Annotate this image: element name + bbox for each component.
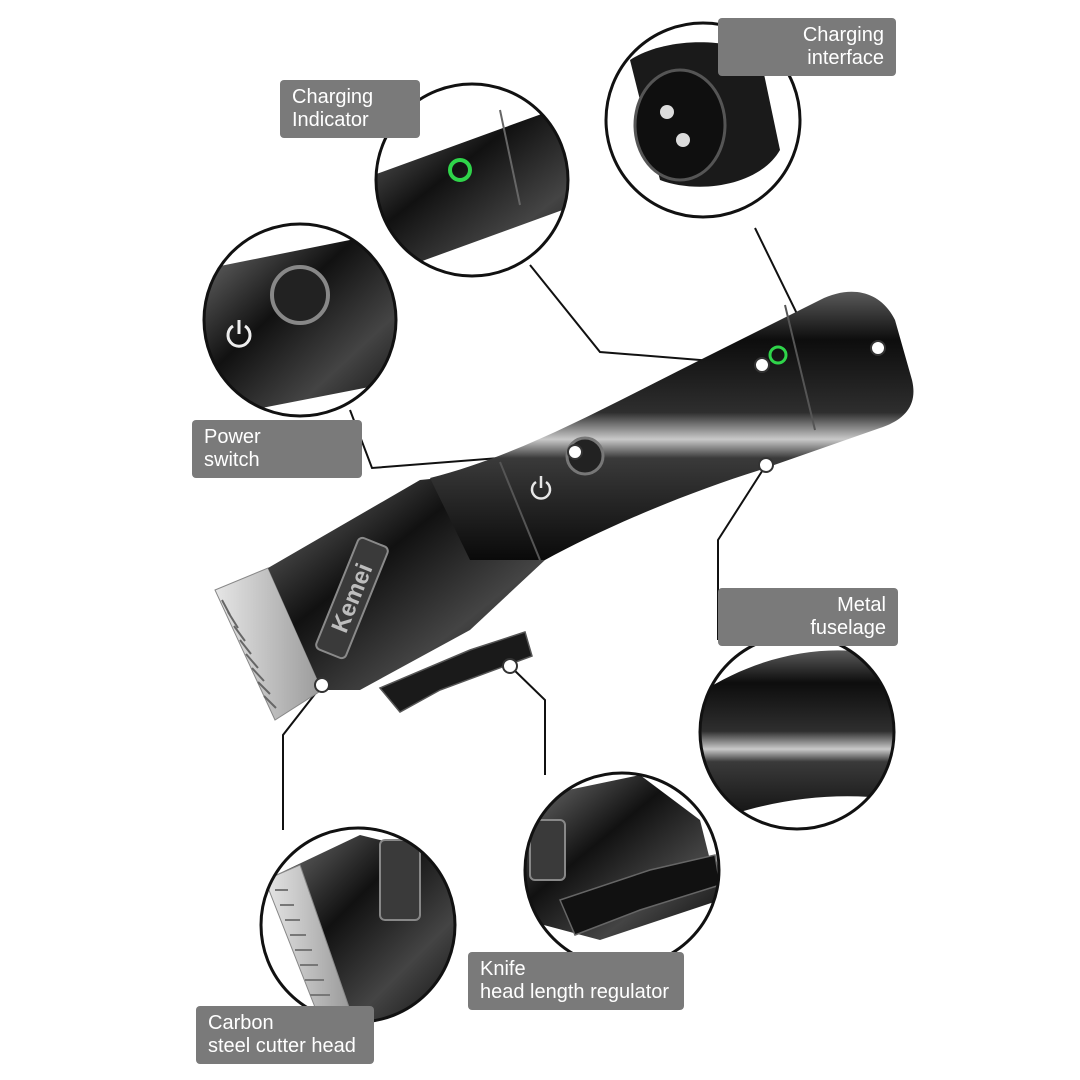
power-symbol-zoom xyxy=(226,320,252,348)
label-line: Metal xyxy=(837,594,886,616)
pointer-dots xyxy=(314,340,886,693)
label-charging-interface: Charging interface xyxy=(718,18,896,76)
power-symbol-body xyxy=(530,476,552,500)
label-carbon-steel-cutter-head: Carbon steel cutter head xyxy=(196,1006,374,1064)
handle xyxy=(430,291,914,560)
blade-set xyxy=(214,567,323,721)
label-line: steel cutter head xyxy=(208,1035,356,1057)
label-metal-fuselage: Metal fuselage xyxy=(718,588,898,646)
length-lever xyxy=(378,631,533,713)
clipper-body: Kemei xyxy=(214,291,914,721)
zoom-charging-interface xyxy=(604,21,802,219)
label-charging-indicator: Charging Indicator xyxy=(280,80,420,138)
label-line: switch xyxy=(204,449,260,471)
indicator-zoom-light xyxy=(448,158,472,182)
label-knife-head-length-regulator: Knife head length regulator xyxy=(468,952,684,1010)
label-line: Charging xyxy=(802,24,884,46)
label-line: fuselage xyxy=(810,617,886,639)
leader-knife-regulator xyxy=(509,665,546,775)
label-line: Carbon xyxy=(208,1012,274,1034)
label-line: Power xyxy=(204,426,261,448)
label-line: Charging xyxy=(292,86,374,108)
label-power-switch: Power switch xyxy=(192,420,362,478)
label-line: head length regulator xyxy=(480,981,670,1003)
label-line: Knife xyxy=(480,958,526,980)
indicator-light xyxy=(768,345,788,365)
charging-port xyxy=(660,105,690,147)
label-line: Indicator xyxy=(292,109,369,131)
label-line: interface xyxy=(807,47,884,69)
leader-cutter-head xyxy=(282,684,323,830)
zoom-metal-fuselage xyxy=(698,633,896,831)
brand-plate: Kemei xyxy=(315,536,389,660)
zoom-power-switch xyxy=(202,222,398,418)
power-button-zoom xyxy=(270,265,330,325)
zoom-cutter-head xyxy=(259,826,457,1024)
zoom-knife-regulator xyxy=(523,771,721,969)
